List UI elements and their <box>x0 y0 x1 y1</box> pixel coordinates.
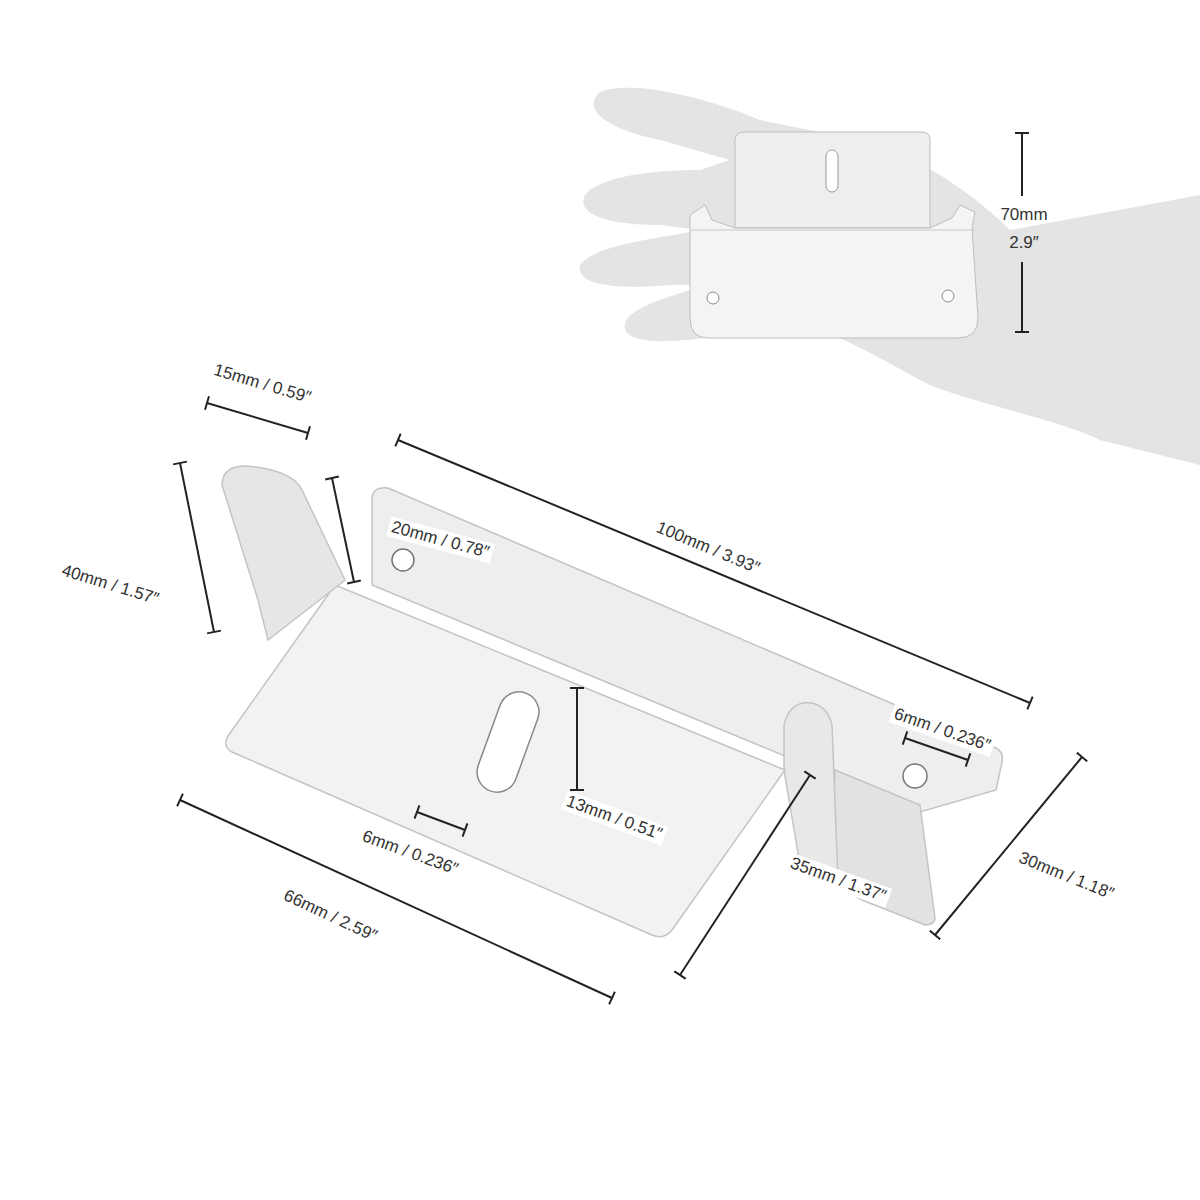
dimension-line <box>1021 133 1023 332</box>
dimension-label: 70mm <box>997 205 1050 225</box>
dimension-label: 66mm / 2.59″ <box>277 884 382 947</box>
small-bracket <box>690 132 978 338</box>
dimension-label: 15mm / 0.59″ <box>208 359 316 408</box>
dimension-label: 40mm / 1.57″ <box>56 560 164 610</box>
hand-silhouette <box>580 88 1200 465</box>
dimension-label: 30mm / 1.18″ <box>1013 847 1119 905</box>
large-bracket <box>222 466 1002 937</box>
dimension-line <box>180 403 1082 998</box>
dimension-label: 2.9″ <box>1006 233 1042 253</box>
